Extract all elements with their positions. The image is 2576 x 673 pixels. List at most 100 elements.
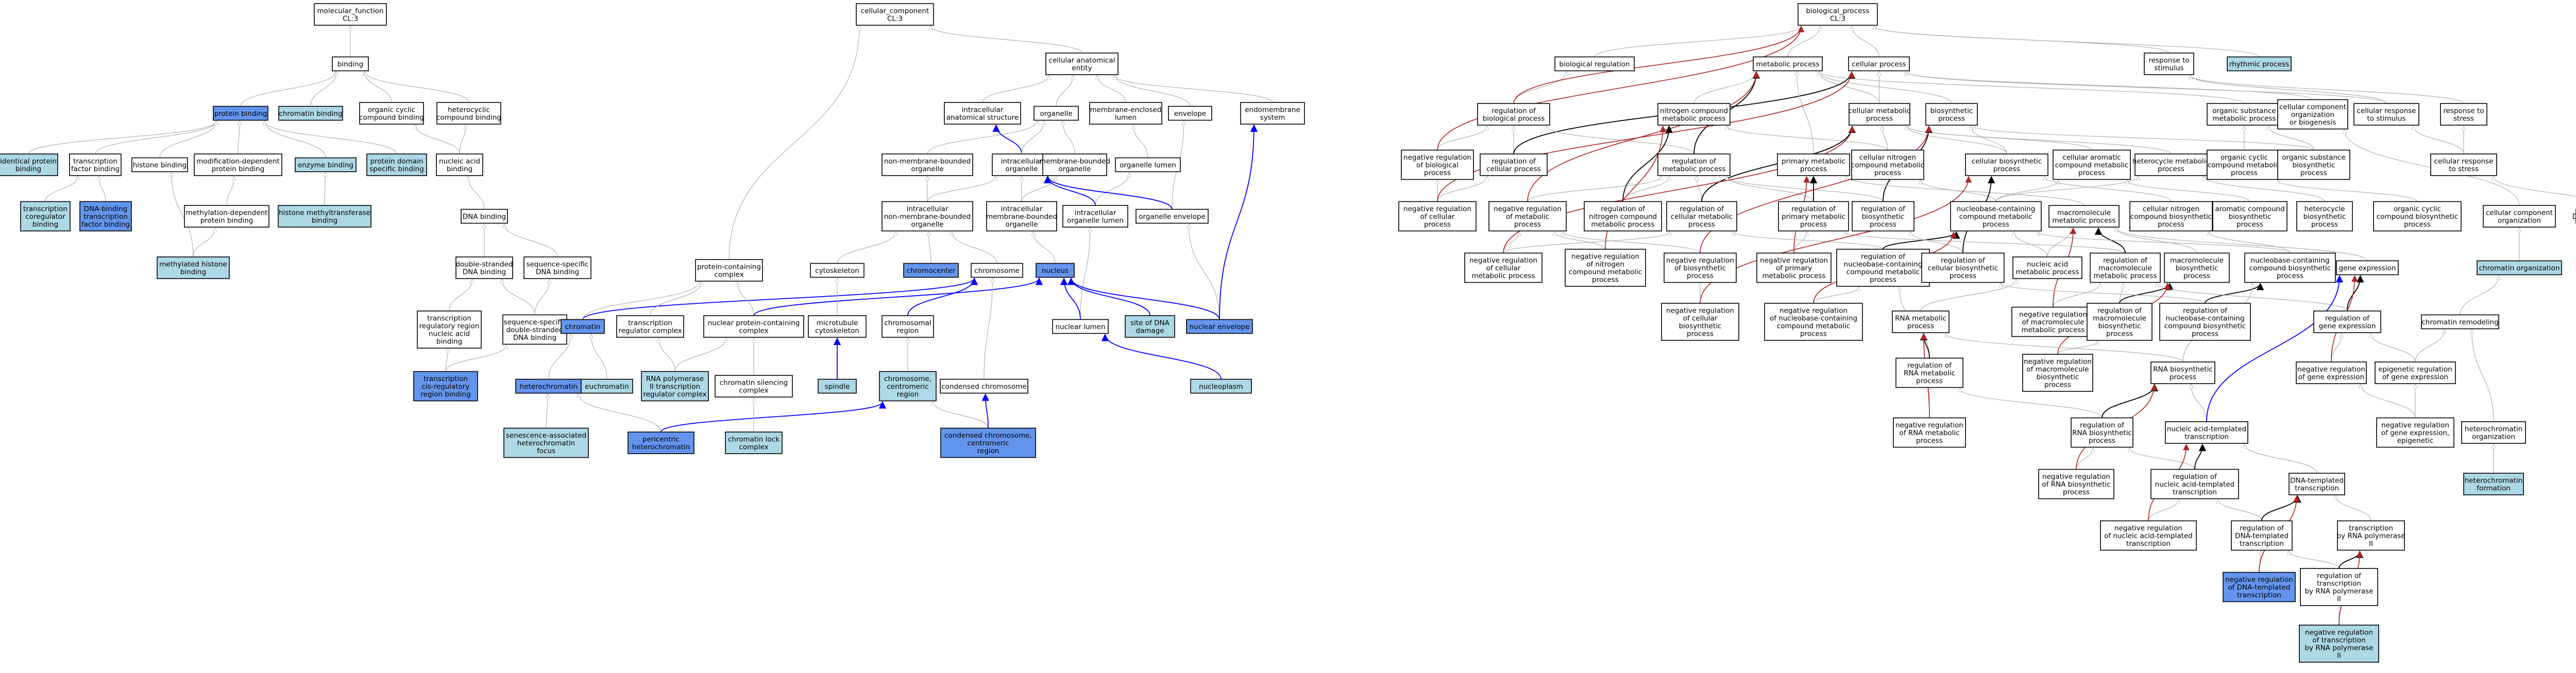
node-organelle-lumen[interactable]: organelle lumen: [1115, 157, 1181, 172]
node-condensed-chromosome[interactable]: condensed chromosome: [940, 378, 1028, 394]
node-cellular-process[interactable]: cellular process: [1848, 56, 1910, 72]
node-histone-binding[interactable]: histone binding: [131, 157, 188, 172]
node-rhythmic-process[interactable]: rhythmic process: [2227, 56, 2292, 72]
node-nuclear-envelope[interactable]: nuclear envelope: [1186, 319, 1253, 334]
node-senescence-heterochromatin[interactable]: senescence-associatedheterochromatinfocu…: [503, 427, 589, 458]
node-nucleoplasm[interactable]: nucleoplasm: [1190, 378, 1252, 394]
node-gene-expression[interactable]: gene expression: [2336, 260, 2399, 275]
node-chromatin-binding[interactable]: chromatin binding: [278, 106, 343, 121]
node-chromosome[interactable]: chromosome: [971, 263, 1023, 278]
node-intra-non-mem[interactable]: intracellularnon-membrane-boundedorganel…: [882, 201, 973, 232]
node-spindle[interactable]: spindle: [818, 378, 857, 394]
node-dna-binding[interactable]: DNA binding: [461, 209, 508, 224]
node-binding[interactable]: binding: [332, 56, 369, 72]
node-heterochromatin[interactable]: heterochromatin: [515, 378, 582, 394]
node-nuclear-lumen[interactable]: nuclear lumen: [1052, 319, 1109, 334]
node-reg-macromolecule-biosynthetic[interactable]: regulation ofmacromoleculebiosyntheticpr…: [2087, 303, 2153, 341]
node-bio-regulation[interactable]: biological regulation: [1554, 56, 1635, 72]
node-reg-nucleobase-metabolic[interactable]: regulation ofnucleobase-containingcompou…: [1836, 249, 1930, 287]
node-metabolic-process[interactable]: metabolic process: [1753, 56, 1823, 72]
node-protein-binding[interactable]: protein binding: [213, 106, 268, 121]
node-chromatin-organization[interactable]: chromatin organization: [2477, 260, 2562, 275]
